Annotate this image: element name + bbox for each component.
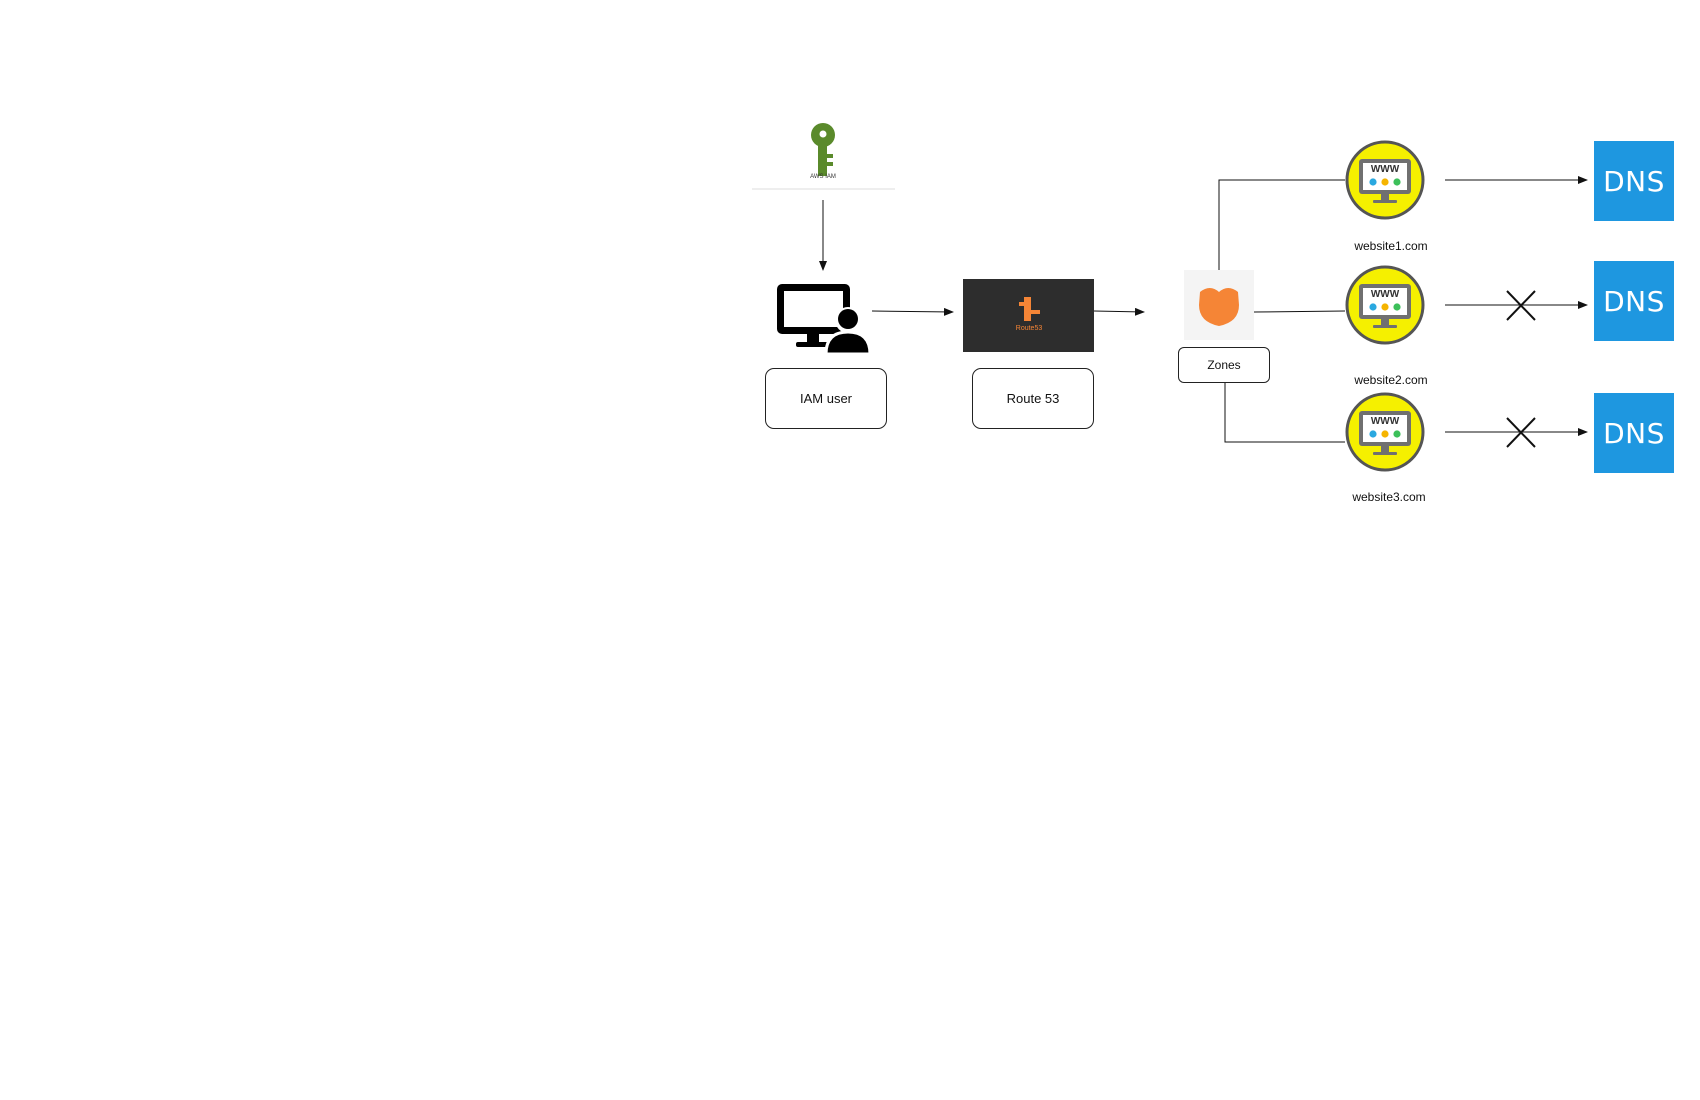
dns-icon-2: DNS	[1594, 261, 1674, 341]
blocked-x-icon-3	[1506, 417, 1536, 448]
zones-to-website2-line	[1253, 310, 1346, 313]
iam-user-label: IAM user	[799, 391, 852, 406]
route53-logo: Route53	[963, 279, 1094, 352]
dns-icon-1: DNS	[1594, 141, 1674, 221]
zones-label: Zones	[1207, 358, 1241, 372]
blocked-x-marks	[1506, 290, 1536, 448]
route53-label: Route 53	[1006, 391, 1060, 406]
connectors	[819, 176, 1588, 443]
route53-to-zones-arrow	[1093, 307, 1145, 316]
blocked-x-icon-2	[1506, 290, 1536, 321]
iam-logo-caption: AWS IAM	[810, 174, 836, 180]
iam-user-box[interactable]: IAM user	[765, 368, 887, 429]
dns-label-1: DNS	[1603, 164, 1665, 198]
website3-icon: WWW	[1345, 392, 1425, 472]
website1-label: website1.com	[1354, 239, 1428, 253]
www-text: WWW	[1371, 416, 1400, 427]
route53-logo-text: Route53	[1016, 325, 1043, 332]
hosted-zone-shield-icon	[1184, 270, 1254, 340]
zones-to-website3-line	[1224, 381, 1345, 443]
website3-label: website3.com	[1352, 490, 1426, 504]
website1-icon: WWW	[1345, 140, 1425, 220]
www-text: WWW	[1371, 289, 1400, 300]
website2-label: website2.com	[1354, 373, 1428, 387]
www-text: WWW	[1371, 164, 1400, 175]
dns-label-3: DNS	[1603, 416, 1665, 450]
zones-box[interactable]: Zones	[1178, 347, 1270, 383]
website2-icon: WWW	[1345, 265, 1425, 345]
aws-iam-icon: AWS IAM	[752, 123, 895, 190]
zones-to-website1-line	[1218, 179, 1345, 270]
route53-box[interactable]: Route 53	[972, 368, 1094, 429]
dns-label-2: DNS	[1603, 284, 1665, 318]
dns-icon-3: DNS	[1594, 393, 1674, 473]
user-to-route53-arrow	[871, 307, 954, 316]
iam-user-icon	[777, 284, 872, 356]
